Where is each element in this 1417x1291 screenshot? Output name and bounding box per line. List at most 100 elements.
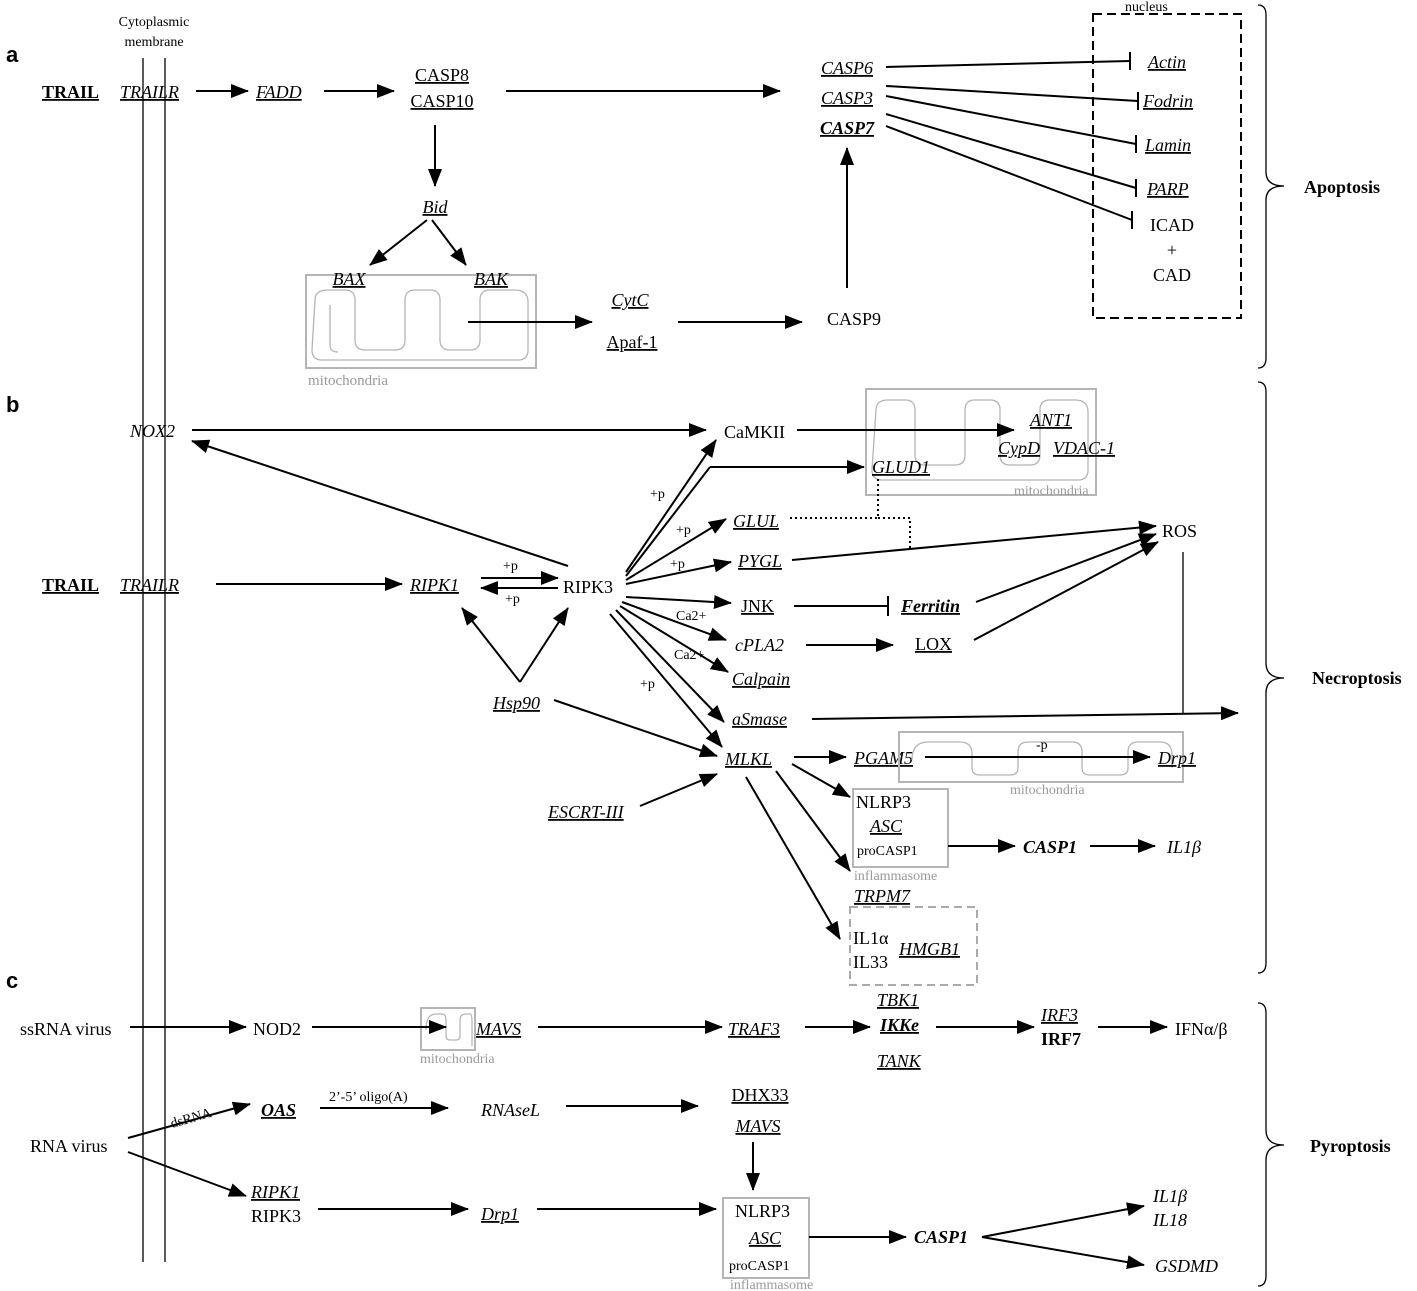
a-plus: + <box>1167 240 1177 260</box>
a-icad: ICAD <box>1150 215 1194 235</box>
b-calcium-2: Ca2+ <box>674 648 705 663</box>
b-phospho-5: +p <box>505 592 520 607</box>
b-inflammasome-label: inflammasome <box>854 869 937 884</box>
b-ripk3: RIPK3 <box>563 577 613 597</box>
a-trailr: TRAILR <box>120 82 179 102</box>
c-procasp1: proCASP1 <box>729 1259 790 1274</box>
b-asc: ASC <box>869 816 903 836</box>
b-il1a: IL1α <box>853 928 889 948</box>
c-mavs2: MAVS <box>734 1116 780 1136</box>
c-il1b: IL1β <box>1152 1186 1187 1206</box>
c-drp1: Drp1 <box>480 1204 519 1224</box>
c-oas: OAS <box>261 1100 296 1120</box>
b-trailr: TRAILR <box>120 575 179 595</box>
b-inflammasome-box <box>852 788 949 868</box>
c-nlrp3: NLRP3 <box>735 1201 790 1221</box>
b-hsp90: Hsp90 <box>492 693 540 713</box>
apoptosis-label: Apoptosis <box>1304 177 1380 197</box>
nucleus-label: nucleus <box>1125 0 1168 15</box>
a-casp7: CASP7 <box>820 118 875 138</box>
c-oligo: 2’-5’ oligo(A) <box>329 1090 408 1105</box>
a-casp10: CASP10 <box>410 91 473 111</box>
a-bak: BAK <box>474 269 509 289</box>
a-apaf1: Apaf-1 <box>607 332 658 352</box>
c-rnavirus: RNA virus <box>30 1136 108 1156</box>
b-pygl: PYGL <box>737 551 782 571</box>
pyroptosis-label: Pyroptosis <box>1310 1136 1391 1156</box>
b-il33: IL33 <box>853 952 888 972</box>
c-ifn: IFNα/β <box>1175 1019 1228 1039</box>
b-cypd: CypD <box>998 438 1040 458</box>
c-nod2: NOD2 <box>253 1019 301 1039</box>
b-ant1: ANT1 <box>1029 410 1072 430</box>
c-ikke: IKKe <box>879 1015 919 1035</box>
b-phospho-6: +p <box>640 677 655 692</box>
a-casp8: CASP8 <box>415 65 469 85</box>
b-mitochondria-box-2 <box>898 731 1184 783</box>
b-lox: LOX <box>915 634 952 654</box>
a-casp6: CASP6 <box>821 58 873 78</box>
a-lamin: Lamin <box>1144 135 1191 155</box>
b-phospho-1: +p <box>650 487 665 502</box>
b-trail: TRAIL <box>42 575 99 595</box>
b-calpain: Calpain <box>732 669 790 689</box>
c-ripk3: RIPK3 <box>251 1206 301 1226</box>
c-ssrna: ssRNA virus <box>20 1019 112 1039</box>
b-nox2: NOX2 <box>129 421 175 441</box>
a-cytc: CytC <box>611 290 649 310</box>
c-irf7: IRF7 <box>1041 1029 1081 1049</box>
c-asc: ASC <box>748 1228 782 1248</box>
b-glud1: GLUD1 <box>872 457 930 477</box>
apoptosis-brace <box>1257 4 1285 369</box>
b-mitochondria-box-1 <box>865 388 1097 496</box>
c-mitochondria-label: mitochondria <box>420 1052 495 1067</box>
b-dashed-box <box>849 906 978 986</box>
c-il18: IL18 <box>1152 1210 1187 1230</box>
a-trail: TRAIL <box>42 82 99 102</box>
b-mlkl: MLKL <box>724 749 772 769</box>
b-ripk1: RIPK1 <box>409 575 459 595</box>
c-dsrna: dsRNA <box>169 1106 214 1132</box>
c-edges <box>127 1020 1168 1270</box>
b-pgam5: PGAM5 <box>853 748 913 768</box>
b-nlrp3: NLRP3 <box>856 792 911 812</box>
c-irf3: IRF3 <box>1040 1005 1078 1025</box>
c-tank: TANK <box>877 1051 922 1071</box>
c-dhx33: DHX33 <box>732 1085 789 1105</box>
b-dephospho: -p <box>1036 738 1048 753</box>
c-gsdmd: GSDMD <box>1155 1256 1218 1276</box>
b-procasp1: proCASP1 <box>857 844 918 859</box>
b-cpla2: cPLA2 <box>735 635 784 655</box>
b-ros: ROS <box>1162 521 1197 541</box>
a-cad: CAD <box>1153 265 1191 285</box>
b-hmgb1: HMGB1 <box>898 939 960 959</box>
panel-label-b: b <box>6 392 19 417</box>
b-jnk: JNK <box>741 596 774 616</box>
c-tbk1: TBK1 <box>877 990 919 1010</box>
a-bid: Bid <box>423 197 449 217</box>
b-trpm7: TRPM7 <box>854 886 911 906</box>
b-mitochondria-label-1: mitochondria <box>1014 484 1089 499</box>
b-ferritin: Ferritin <box>900 596 960 616</box>
a-mitochondria-cristae <box>311 289 529 361</box>
a-actin: Actin <box>1147 52 1186 72</box>
b-phospho-3: +p <box>670 557 685 572</box>
c-inflammasome-label: inflammasome <box>730 1278 813 1291</box>
b-il1b: IL1β <box>1166 837 1201 857</box>
b-glul: GLUL <box>733 511 779 531</box>
b-mitochondria-label-2: mitochondria <box>1010 783 1085 798</box>
b-edges <box>191 423 1239 940</box>
a-fadd: FADD <box>255 82 302 102</box>
b-camkii: CaMKII <box>724 422 785 442</box>
b-escrt: ESCRT-III <box>547 802 625 822</box>
c-rnasel: RNAseL <box>480 1100 540 1120</box>
a-parp: PARP <box>1146 179 1189 199</box>
c-ripk1: RIPK1 <box>250 1182 300 1202</box>
a-edges <box>196 52 1139 329</box>
a-casp3: CASP3 <box>821 88 873 108</box>
b-vdac1: VDAC-1 <box>1053 438 1115 458</box>
a-mitochondria-label: mitochondria <box>308 373 388 389</box>
b-phospho-4: +p <box>503 559 518 574</box>
a-casp9: CASP9 <box>827 309 881 329</box>
